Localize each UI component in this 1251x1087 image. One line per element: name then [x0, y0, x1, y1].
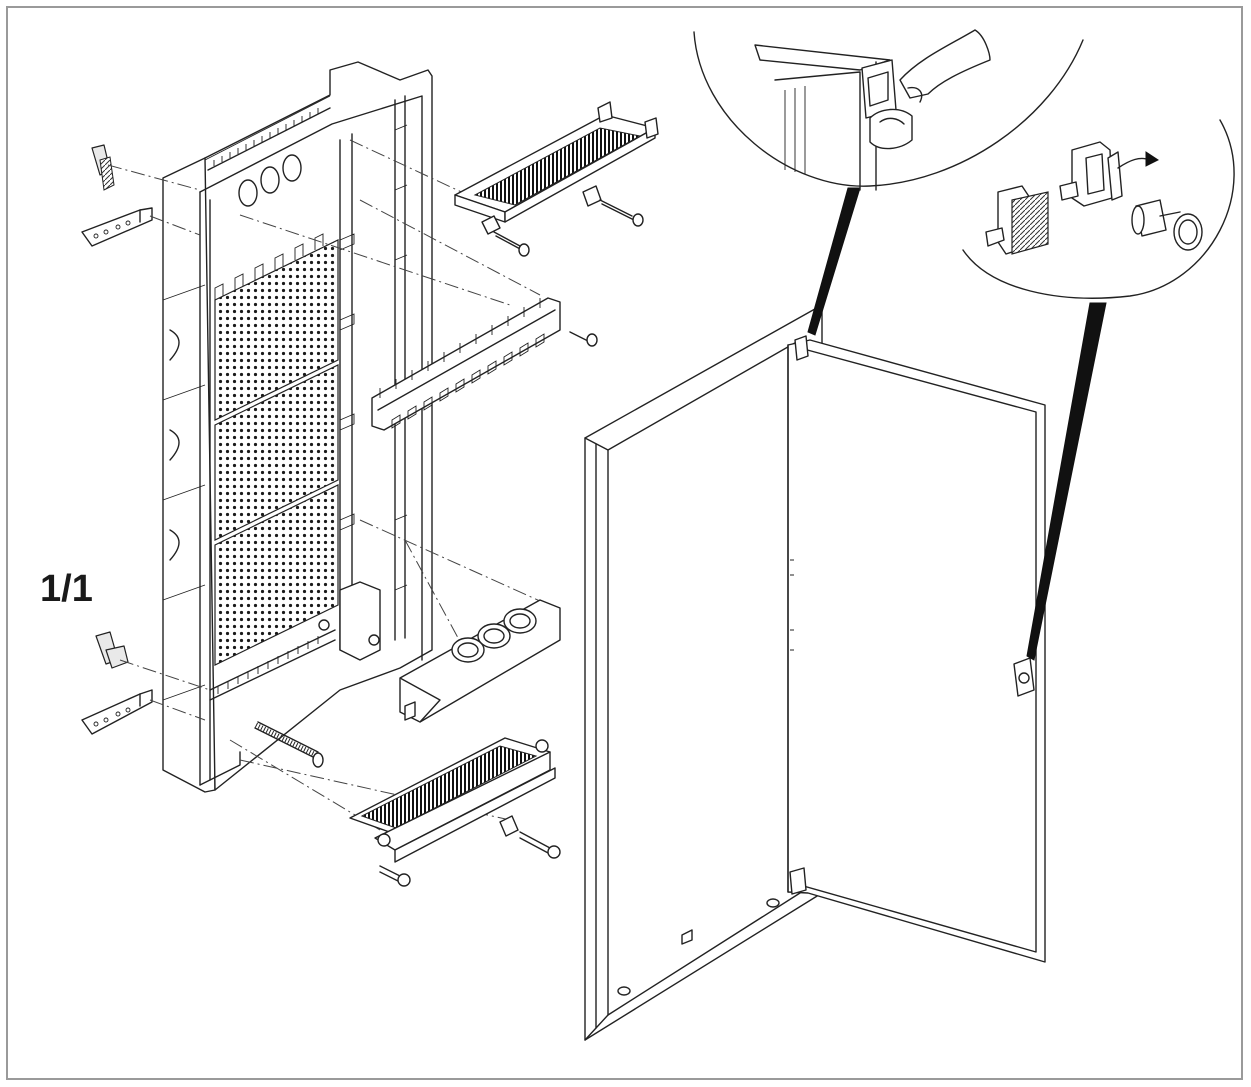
door-frame: [585, 305, 822, 1040]
mounting-plate-top: [215, 240, 338, 420]
enclosure-box: [163, 62, 432, 792]
figure-frame: [6, 6, 1243, 1080]
bottom-cable-cover: [350, 738, 555, 862]
screw-bottom-2: [500, 816, 560, 858]
door-panel: [788, 336, 1045, 962]
lock-key-cylinder: [1132, 200, 1202, 250]
long-screw: [255, 722, 323, 767]
mounting-plate-middle: [215, 365, 338, 540]
callout-leader-hinge: [808, 188, 860, 335]
door-hinge-bottom: [790, 868, 806, 894]
top-comb: [214, 108, 318, 166]
wall-bracket-bottom: [82, 632, 152, 734]
lock-housing-part: [1060, 142, 1122, 206]
screw-top-1: [482, 216, 529, 256]
top-cable-cover: [455, 102, 658, 222]
socket-block: [400, 600, 560, 722]
screw-bottom-1: [380, 866, 410, 886]
door-lock: [1014, 658, 1034, 696]
wall-bracket-top: [82, 145, 152, 246]
hinge-detail-callout: [694, 30, 1083, 190]
mounting-plate-bottom: [215, 485, 338, 665]
din-rail: [372, 298, 597, 430]
lock-detail-callout: [963, 120, 1234, 298]
screw-top-2: [583, 186, 643, 226]
rotation-arrow: [1118, 158, 1150, 168]
door-hinge-top: [795, 336, 808, 360]
lock-latch-part: [986, 186, 1048, 254]
scale-label: 1/1: [40, 568, 93, 610]
callout-leader-lock: [1027, 303, 1106, 660]
assembly-guide-lines: [108, 140, 560, 830]
